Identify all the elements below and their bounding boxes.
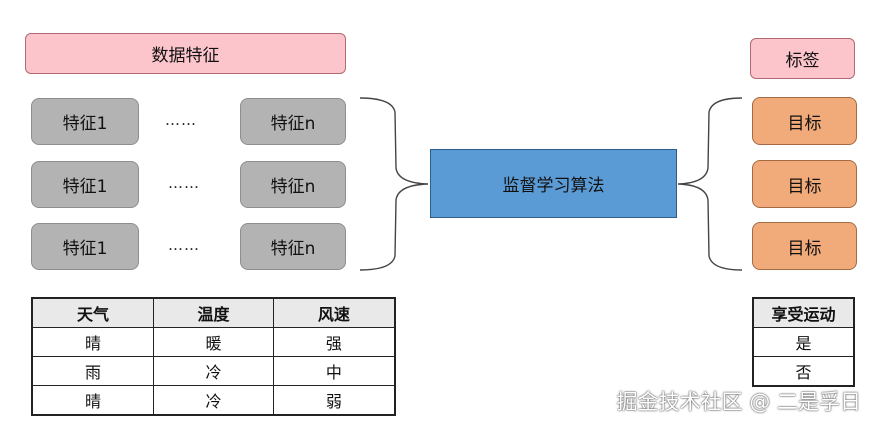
table-row: 否 xyxy=(752,356,855,387)
feature-n-row-3: 特征n xyxy=(240,223,346,270)
labels-header: 标签 xyxy=(750,38,855,79)
header-wind: 风速 xyxy=(272,297,396,328)
table-row: 晴 冷 弱 xyxy=(31,385,396,416)
feature-n-row-2: 特征n xyxy=(240,161,346,208)
cell: 弱 xyxy=(272,385,396,416)
ellipsis-row-3: …… xyxy=(168,236,200,254)
feature-1-row-1: 特征1 xyxy=(31,98,139,145)
header-temperature: 温度 xyxy=(153,297,274,328)
feature-1-row-2: 特征1 xyxy=(31,161,139,208)
cell: 否 xyxy=(752,356,855,387)
table-row: 雨 冷 中 xyxy=(31,356,396,386)
header-enjoy-sport: 享受运动 xyxy=(752,297,855,328)
watermark: 掘金技术社区 @ 二是孚日 xyxy=(616,390,861,414)
cell: 暖 xyxy=(153,327,274,357)
features-header: 数据特征 xyxy=(25,33,346,74)
cell: 冷 xyxy=(153,356,274,386)
table-header-row: 享受运动 xyxy=(752,297,855,328)
ellipsis-row-1: …… xyxy=(165,111,197,129)
cell: 晴 xyxy=(31,385,155,416)
algorithm-box: 监督学习算法 xyxy=(430,149,677,218)
header-weather: 天气 xyxy=(31,297,155,328)
feature-table: 天气 温度 风速 晴 暖 强 雨 冷 中 晴 冷 弱 xyxy=(31,297,396,416)
cell: 雨 xyxy=(31,356,155,386)
target-1: 目标 xyxy=(752,97,857,145)
left-brace xyxy=(359,97,429,271)
table-header-row: 天气 温度 风速 xyxy=(31,297,396,328)
cell: 是 xyxy=(752,327,855,357)
table-row: 是 xyxy=(752,327,855,357)
cell: 中 xyxy=(272,356,396,386)
feature-1-row-3: 特征1 xyxy=(31,223,139,270)
label-table: 享受运动 是 否 xyxy=(752,297,855,387)
cell: 晴 xyxy=(31,327,155,357)
target-2: 目标 xyxy=(752,160,857,208)
ellipsis-row-2: …… xyxy=(168,174,200,192)
cell: 强 xyxy=(272,327,396,357)
target-3: 目标 xyxy=(752,222,857,270)
right-brace xyxy=(677,97,743,271)
table-row: 晴 暖 强 xyxy=(31,327,396,357)
cell: 冷 xyxy=(153,385,274,416)
feature-n-row-1: 特征n xyxy=(240,98,346,145)
